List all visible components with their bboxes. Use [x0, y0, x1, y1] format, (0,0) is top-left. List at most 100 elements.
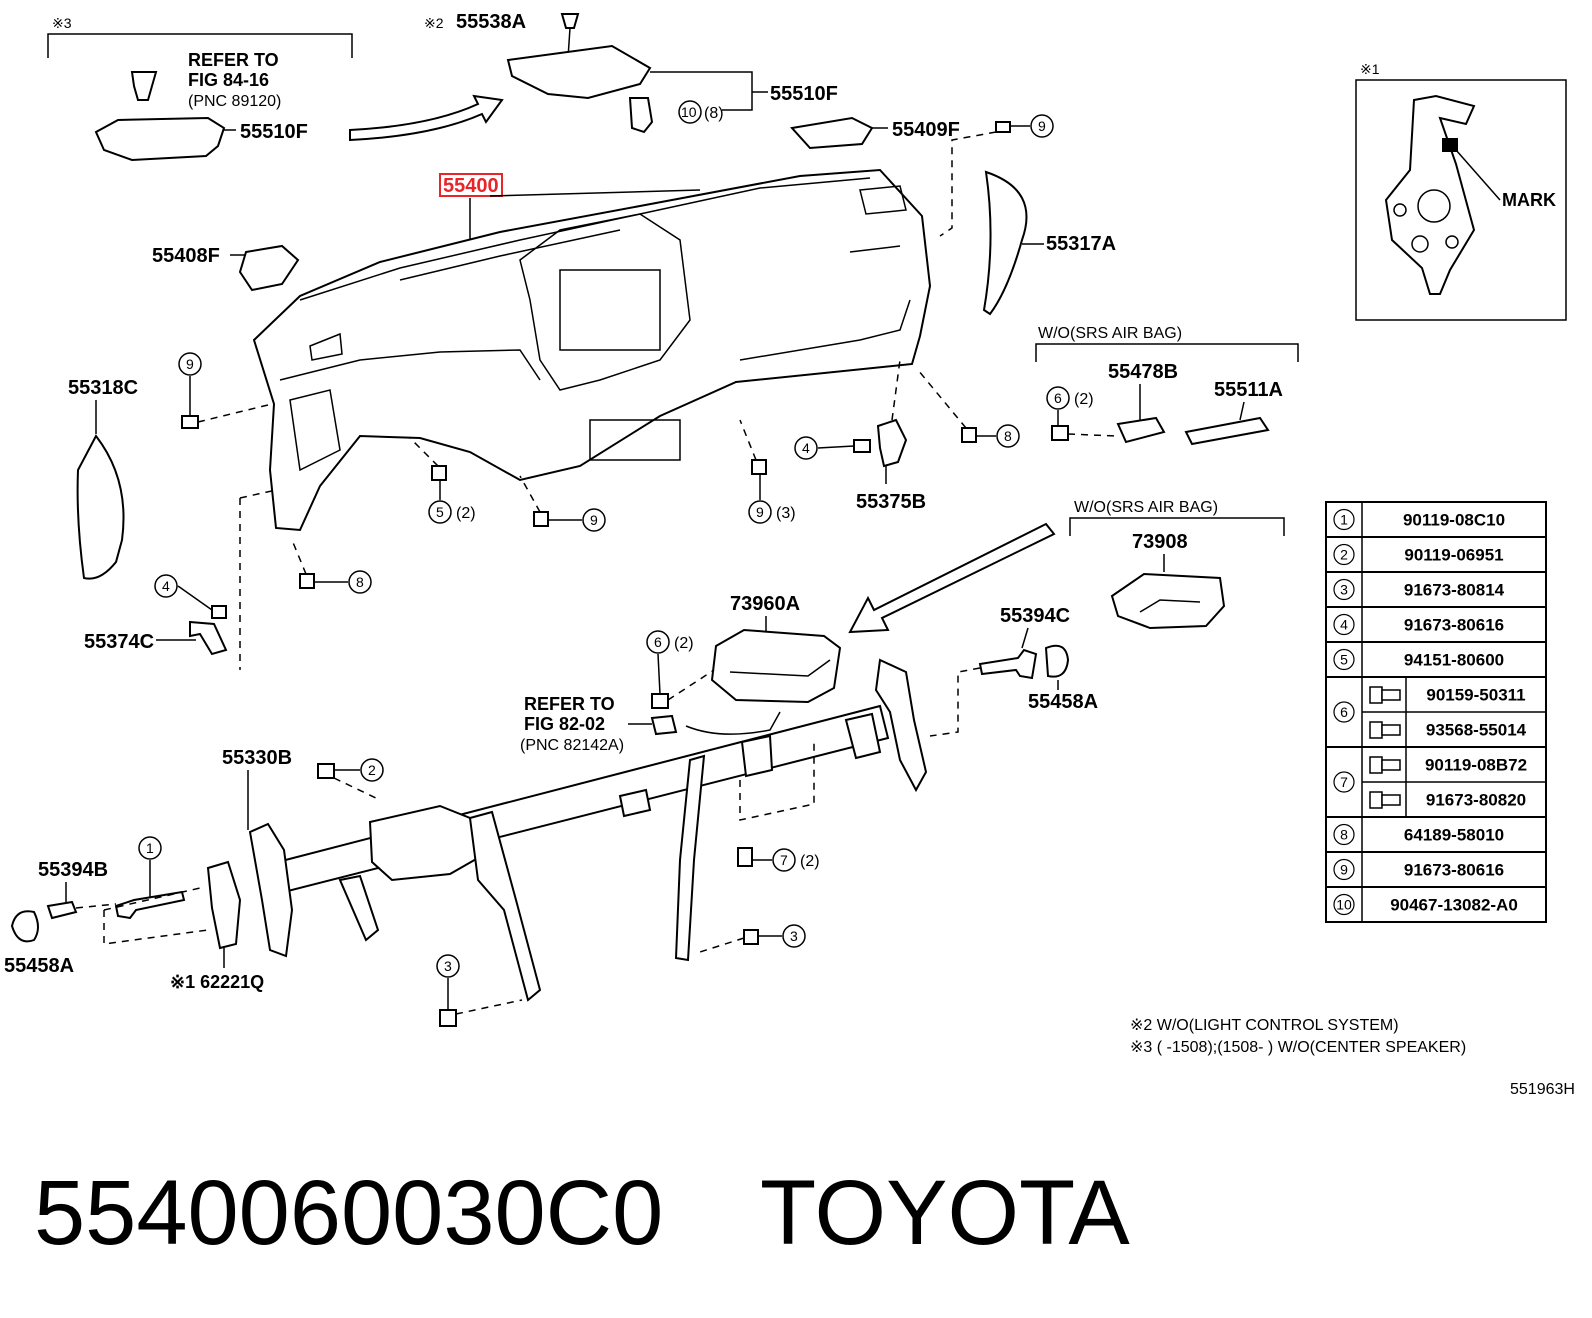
table-row-number: 2	[1340, 547, 1348, 563]
highlight-box	[439, 173, 503, 197]
side-trim-55317A	[982, 170, 1028, 316]
callout-9	[1030, 114, 1054, 138]
table-row: 5 94151-80600	[1325, 641, 1547, 678]
clip-icon	[1051, 425, 1069, 441]
table-part-number: 90159-50311	[1426, 686, 1525, 705]
cover-55510F-right	[506, 44, 652, 100]
bolt-icon	[961, 427, 977, 443]
part-55375B-group: 4 55375B	[794, 359, 926, 513]
nut-icon	[431, 465, 447, 481]
end-bracket-right	[874, 658, 928, 793]
wo-srs-upper-group: W/O(SRS AIR BAG) 55478B 55511A 6 (2)	[1035, 325, 1299, 446]
table-row-number-badge	[1333, 613, 1355, 636]
brace-center	[468, 810, 542, 1002]
table-row: 3 91673-80814	[1325, 571, 1547, 608]
bolt-9-center: 9	[519, 475, 606, 532]
callout-4	[154, 574, 178, 598]
clip-icon	[628, 97, 654, 134]
label-55374C: 55374C	[84, 631, 154, 653]
label-mark: MARK	[1502, 190, 1556, 210]
footer-part-number: 5540060030C0	[34, 1162, 663, 1264]
refer-fig82-line1: REFER TO	[524, 694, 615, 714]
bolt-icon	[181, 415, 199, 429]
bolt-icon	[1369, 791, 1401, 809]
svg-text:8: 8	[356, 574, 364, 590]
wo-srs-label-1: W/O(SRS AIR BAG)	[1038, 325, 1182, 342]
table-row-number: 10	[1336, 897, 1352, 913]
qty-2c: (2)	[674, 635, 694, 652]
label-73908: 73908	[1132, 531, 1188, 553]
svg-text:8: 8	[1004, 428, 1012, 444]
bolt-icon	[853, 439, 871, 453]
small-bracket	[844, 712, 882, 760]
callout-3	[436, 954, 460, 978]
label-55458A-right: 55458A	[1028, 691, 1098, 713]
table-part-number: 94151-80600	[1404, 651, 1504, 670]
bolt-3-right: 3	[699, 924, 806, 953]
bracket-55478B	[1116, 416, 1166, 444]
vent-55408F	[238, 244, 300, 292]
table-row-number-badge	[1333, 893, 1355, 916]
part-55409F-group: 55409F 9	[790, 114, 1054, 237]
label-55394B: 55394B	[38, 859, 108, 881]
wo-srs-label-2: W/O(SRS AIR BAG)	[1074, 499, 1218, 516]
svg-text:9: 9	[186, 356, 194, 372]
label-73960A: 73960A	[730, 593, 800, 615]
bolt-icon	[995, 121, 1011, 133]
inset-mark-group: ※1 MARK	[1355, 61, 1567, 321]
table-part-number: 91673-80820	[1426, 791, 1526, 810]
callout-9	[582, 508, 606, 532]
qty-3a: (3)	[776, 505, 796, 522]
bolt-icon	[533, 511, 549, 527]
bolt-9-left: 9	[178, 352, 273, 429]
table-row-number: 9	[1340, 862, 1348, 878]
bolt-55394B	[46, 900, 78, 920]
part-55394C-group: 55394C 55458A	[929, 605, 1098, 737]
table-part-number: 90119-06951	[1404, 546, 1503, 565]
qty-2a: (2)	[456, 505, 476, 522]
callout-6	[1046, 386, 1070, 410]
svg-text:2: 2	[368, 762, 376, 778]
cover-55510F-right-group: ※2 55538A 10 (8) 55510F	[424, 11, 838, 134]
label-55330B: 55330B	[222, 747, 292, 769]
table-row-number: 3	[1340, 582, 1348, 598]
nut-5: 5 (2)	[409, 437, 476, 524]
table-part-number: 91673-80616	[1404, 861, 1504, 880]
table-part-number: 90119-08C10	[1403, 511, 1505, 530]
label-55478B: 55478B	[1108, 361, 1178, 383]
qty-8: (8)	[704, 105, 724, 122]
table-row-number: 5	[1340, 652, 1348, 668]
cap-55458A-right	[1044, 644, 1070, 678]
wo-srs-lower-group: W/O(SRS AIR BAG) 73908	[1069, 499, 1285, 630]
callout-8	[996, 424, 1020, 448]
bolt-icon	[737, 847, 753, 867]
bolt-icon	[1369, 686, 1401, 704]
arrow-icon	[349, 94, 504, 142]
svg-text:3: 3	[444, 958, 452, 974]
refer-fig82-group: REFER TO FIG 82-02 (PNC 82142A)	[520, 694, 678, 754]
label-62221Q: ※1 62221Q	[170, 972, 264, 992]
table-row-number: 4	[1340, 617, 1348, 633]
table-part-number: 91673-80814	[1404, 581, 1505, 600]
bolt-icon	[439, 1009, 457, 1027]
diagram-code: 551963H	[1510, 1081, 1575, 1098]
bolt-icon	[1369, 721, 1401, 739]
clip-icon	[651, 693, 669, 709]
label-55375B: 55375B	[856, 491, 926, 513]
table-part-number: 90119-08B72	[1425, 756, 1527, 775]
reinforcement-55330B: 55330B	[206, 658, 928, 1002]
footer-brand: TOYOTA	[760, 1162, 1130, 1264]
callout-3	[782, 924, 806, 948]
note2-marker: ※2	[424, 15, 444, 31]
table-row-number-badge	[1333, 771, 1355, 793]
qty-2d: (2)	[800, 853, 820, 870]
callout-10	[678, 100, 702, 124]
bolt-8-right: 8	[917, 369, 1020, 448]
note3-marker: ※3	[52, 15, 72, 31]
steering-support-tube	[268, 704, 890, 896]
refer-fig84-line3: (PNC 89120)	[188, 93, 281, 110]
callout-8	[348, 570, 372, 594]
refer-fig82-line3: (PNC 82142A)	[520, 737, 624, 754]
